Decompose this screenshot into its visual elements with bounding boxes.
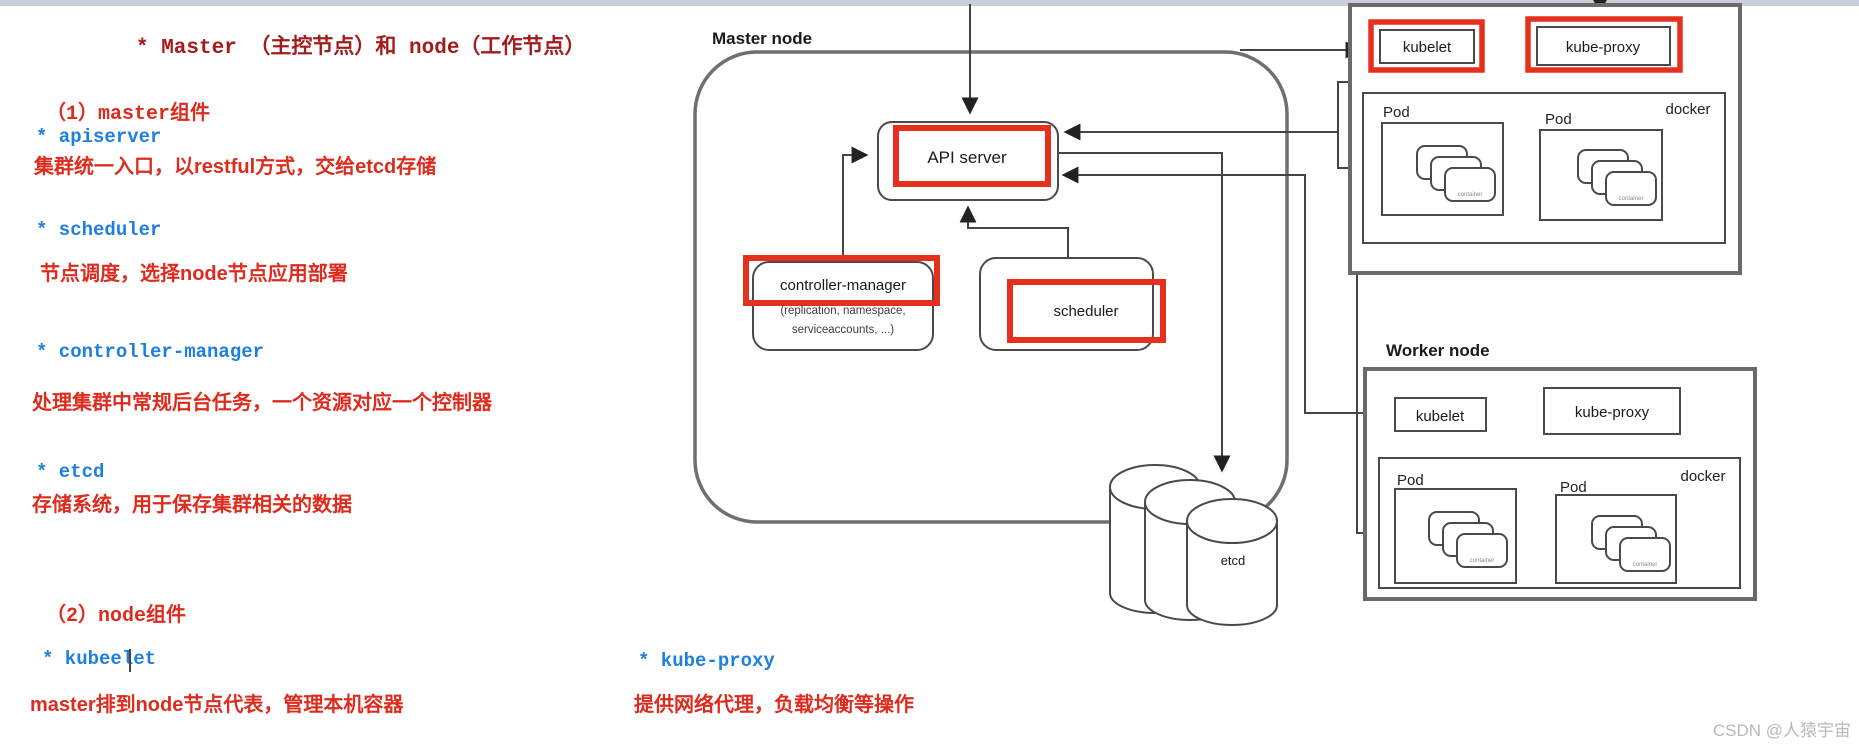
node1-pod1-label: Pod (1383, 104, 1410, 121)
worker-node-box: Worker node kubelet kube-proxy docker Po… (1363, 341, 1757, 601)
worker-kubelet-label: kubelet (1416, 408, 1465, 425)
scheduler-label: scheduler (1053, 303, 1118, 320)
desc-controller-manager: 处理集群中常规后台任务，一个资源对应一个控制器 (32, 392, 492, 414)
worker-docker-box (1378, 457, 1741, 589)
node1-pod2-box (1539, 129, 1663, 221)
worker-docker-label: docker (1680, 468, 1725, 485)
controller-manager-sub2: serviceaccounts, ...) (792, 324, 894, 336)
node1-box: kubelet kube-proxy docker Pod Pod contai… (1348, 3, 1742, 275)
node1-pod1-box (1381, 122, 1504, 216)
worker-kubeproxy-box (1543, 387, 1681, 435)
desc-kube-proxy: 提供网络代理，负载均衡等操作 (634, 694, 914, 716)
section-master-header: （1）master组件 (46, 103, 211, 126)
node1-kubeproxy-box (1536, 26, 1671, 66)
worker-kubelet-box (1394, 397, 1487, 432)
term-etcd: * etcd (36, 461, 105, 483)
worker-pod2-label: Pod (1560, 479, 1587, 496)
etcd-cylinders: etcd (1109, 464, 1278, 626)
worker-node-label: Worker node (1386, 341, 1490, 360)
text-cursor (129, 649, 131, 672)
scheduler-highlight (1007, 279, 1166, 343)
csdn-watermark: CSDN @人猿宇宙 (1712, 721, 1851, 740)
controller-manager-label: controller-manager (780, 277, 906, 294)
node1-docker-box (1362, 92, 1726, 244)
etcd-label: etcd (1221, 553, 1246, 568)
container-stack: container container (1416, 145, 1657, 206)
term-controller-manager: * controller-manager (36, 341, 265, 363)
worker-kubeproxy-label: kube-proxy (1575, 404, 1650, 421)
node1-pod2-label: Pod (1545, 111, 1572, 128)
node1-kubelet-label: kubelet (1403, 39, 1452, 56)
worker-pod1-box (1394, 488, 1517, 584)
controller-manager-box: controller-manager (replication, namespa… (743, 255, 940, 351)
term-apiserver: * apiserver (36, 126, 162, 148)
window-top-strip (0, 0, 1859, 6)
term-kubelet: * kubeelet (42, 648, 157, 670)
api-server-highlight (893, 125, 1051, 187)
section-node-header: （2）node组件 (46, 605, 187, 628)
container-stack: container container (1428, 511, 1671, 572)
node1-kubeproxy-highlight (1525, 16, 1683, 73)
desc-apiserver: 集群统一入口，以restful方式，交给etcd存储 (34, 156, 437, 178)
worker-pod2-box (1555, 494, 1677, 584)
controller-manager-highlight (743, 255, 940, 306)
controller-manager-sub1: (replication, namespace, (780, 305, 905, 317)
api-server-label: API server (927, 148, 1007, 167)
node1-docker-label: docker (1665, 101, 1710, 118)
svg-text:container: container (1470, 558, 1495, 564)
desc-etcd: 存储系统，用于保存集群相关的数据 (32, 494, 352, 516)
node1-kubelet-highlight (1368, 19, 1485, 73)
node1-kubelet-box (1379, 29, 1475, 64)
worker-pod1-label: Pod (1397, 472, 1424, 489)
svg-text:container: container (1633, 562, 1658, 568)
master-node-label: Master node (712, 29, 812, 48)
node1-kubeproxy-label: kube-proxy (1566, 39, 1641, 56)
svg-text:container: container (1458, 192, 1483, 198)
api-server-box: API server (877, 121, 1059, 201)
term-scheduler: * scheduler (36, 219, 162, 241)
scheduler-box: scheduler (979, 257, 1166, 351)
term-kube-proxy: * kube-proxy (638, 650, 775, 672)
notes-title: * Master （主控节点）和 node（工作节点） (136, 37, 586, 60)
svg-text:container: container (1619, 196, 1644, 202)
desc-scheduler: 节点调度，选择node节点应用部署 (40, 263, 348, 285)
desc-kubelet: master排到node节点代表，管理本机容器 (30, 694, 404, 716)
